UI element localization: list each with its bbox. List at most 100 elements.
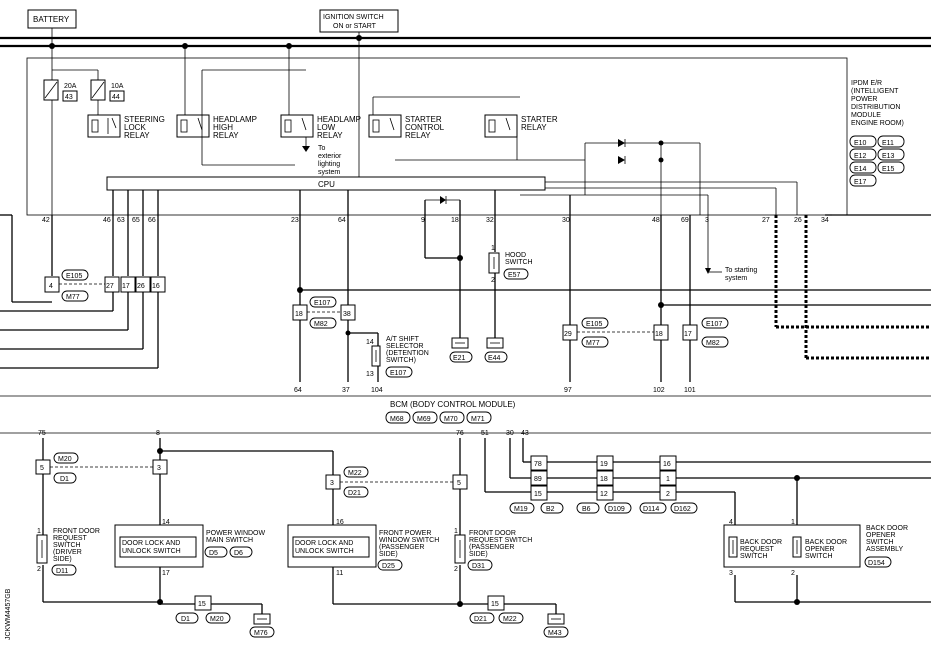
svg-text:M69: M69 (417, 416, 431, 423)
svg-text:MODULE: MODULE (851, 112, 881, 119)
svg-text:D109: D109 (608, 506, 625, 513)
svg-text:76: 76 (456, 430, 464, 437)
battery-box (27, 9, 77, 29)
svg-text:12: 12 (600, 491, 608, 498)
svg-text:3: 3 (330, 480, 334, 487)
svg-text:M19: M19 (514, 506, 528, 513)
ground-joint-left: 15 D1 M20 M76 (175, 595, 275, 638)
starter-relay (395, 114, 585, 161)
svg-text:2: 2 (491, 277, 495, 284)
svg-text:BACK DOOR: BACK DOOR (866, 525, 908, 532)
svg-text:2: 2 (454, 566, 458, 573)
svg-text:FRONT DOOR: FRONT DOOR (53, 528, 100, 535)
svg-text:OPENER: OPENER (805, 546, 835, 553)
svg-text:102: 102 (653, 387, 665, 394)
svg-text:SWITCH: SWITCH (505, 259, 533, 266)
ground-joint-right: 15 D21 M22 M43 (469, 595, 569, 638)
hood-switch: 1 2 HOOD SWITCH E57 (488, 245, 533, 338)
svg-text:D1: D1 (60, 476, 69, 483)
svg-text:18: 18 (600, 476, 608, 483)
svg-text:(DETENTION: (DETENTION (386, 350, 429, 357)
ipdm-box (26, 57, 848, 216)
exterior-l1: To (318, 145, 326, 152)
svg-text:M43: M43 (548, 630, 562, 637)
svg-text:WINDOW SWITCH: WINDOW SWITCH (379, 537, 439, 544)
front-door-request-switch-driver: 1 2 FRONT DOOR REQUEST SWITCH (DRIVER SI… (36, 528, 100, 576)
svg-text:4: 4 (49, 283, 53, 290)
fuse-10a (52, 69, 106, 118)
svg-text:SWITCH: SWITCH (805, 553, 833, 560)
svg-text:16: 16 (663, 461, 671, 468)
fuse-20a (43, 79, 59, 101)
joint-connector-mid: 18 38 E107 M82 (292, 287, 931, 382)
svg-text:69: 69 (681, 217, 689, 224)
svg-text:97: 97 (564, 387, 572, 394)
fuse-20a-label: 20A (64, 83, 77, 90)
cpu-block (106, 176, 546, 191)
svg-text:FRONT DOOR: FRONT DOOR (469, 530, 516, 537)
hi-relay-l1: HEADLAMP (213, 115, 257, 124)
lo-relay-l1: HEADLAMP (317, 115, 361, 124)
hi-relay-l2: HIGH (213, 123, 233, 132)
svg-text:26: 26 (794, 217, 802, 224)
svg-text:63: 63 (117, 217, 125, 224)
svg-text:43: 43 (521, 430, 529, 437)
svg-text:5: 5 (457, 480, 461, 487)
svg-text:27: 27 (106, 283, 114, 290)
svg-text:SELECTOR: SELECTOR (386, 343, 424, 350)
sc-relay-l3: RELAY (405, 131, 431, 140)
st-relay-l1: STARTER (521, 115, 558, 124)
svg-text:18: 18 (451, 217, 459, 224)
headlamp-high-relay (176, 46, 295, 166)
ipdm-pin-numbers: 42 46 63 65 66 23 64 9 18 32 30 48 69 3 … (42, 217, 829, 224)
back-door-opener-switch-assembly: BACK DOOR REQUEST SWITCH BACK DOOR OPENE… (723, 519, 908, 577)
steering-lock-relay (87, 114, 121, 138)
svg-text:1: 1 (37, 528, 41, 535)
svg-text:SWITCH: SWITCH (866, 539, 894, 546)
svg-text:E10: E10 (854, 140, 867, 147)
exterior-l2: exterior (318, 153, 342, 160)
svg-text:FRONT POWER: FRONT POWER (379, 530, 431, 537)
svg-text:BACK DOOR: BACK DOOR (805, 539, 847, 546)
svg-text:M68: M68 (390, 416, 404, 423)
ignition-line-2: ON or START (333, 23, 377, 30)
sc-relay-l2: CONTROL (405, 123, 445, 132)
svg-text:30: 30 (562, 217, 570, 224)
svg-text:IPDM E/R: IPDM E/R (851, 80, 882, 87)
svg-text:(PASSENGER: (PASSENGER (379, 544, 424, 551)
svg-text:64: 64 (294, 387, 302, 394)
svg-text:D21: D21 (348, 490, 361, 497)
svg-text:UNLOCK SWITCH: UNLOCK SWITCH (295, 548, 354, 555)
svg-text:B2: B2 (546, 506, 555, 513)
svg-text:66: 66 (148, 217, 156, 224)
svg-text:17: 17 (162, 570, 170, 577)
svg-text:5: 5 (40, 465, 44, 472)
cpu-label: CPU (318, 180, 335, 189)
svg-text:1: 1 (454, 528, 458, 535)
svg-text:64: 64 (338, 217, 346, 224)
svg-text:26: 26 (137, 283, 145, 290)
ignition-line-1: IGNITION SWITCH (323, 14, 384, 21)
svg-text:SWITCH: SWITCH (740, 553, 768, 560)
svg-text:E11: E11 (882, 140, 894, 147)
svg-text:SIDE): SIDE) (53, 556, 72, 563)
svg-text:DOOR LOCK AND: DOOR LOCK AND (122, 540, 180, 547)
svg-text:SIDE): SIDE) (379, 551, 398, 558)
svg-text:UNLOCK SWITCH: UNLOCK SWITCH (122, 548, 181, 555)
ground-e44: E44 (484, 337, 508, 363)
svg-text:14: 14 (162, 519, 170, 526)
svg-text:11: 11 (336, 570, 343, 577)
svg-text:37: 37 (342, 387, 350, 394)
lower-joint-left: 5 3 M20 D1 (35, 452, 168, 484)
svg-text:16: 16 (336, 519, 344, 526)
fuse-10a-no: 44 (112, 94, 120, 101)
fuse-10a-label: 10A (111, 83, 124, 90)
cpu-diode (425, 196, 460, 204)
svg-text:D5: D5 (209, 550, 218, 557)
svg-text:16: 16 (152, 283, 160, 290)
starter-control-relay (368, 96, 520, 138)
bcm-pins-bottom: 75 8 76 51 30 43 (38, 430, 529, 437)
svg-text:M82: M82 (706, 340, 720, 347)
top-buses (0, 28, 931, 215)
svg-text:ENGINE ROOM): ENGINE ROOM) (851, 120, 904, 127)
